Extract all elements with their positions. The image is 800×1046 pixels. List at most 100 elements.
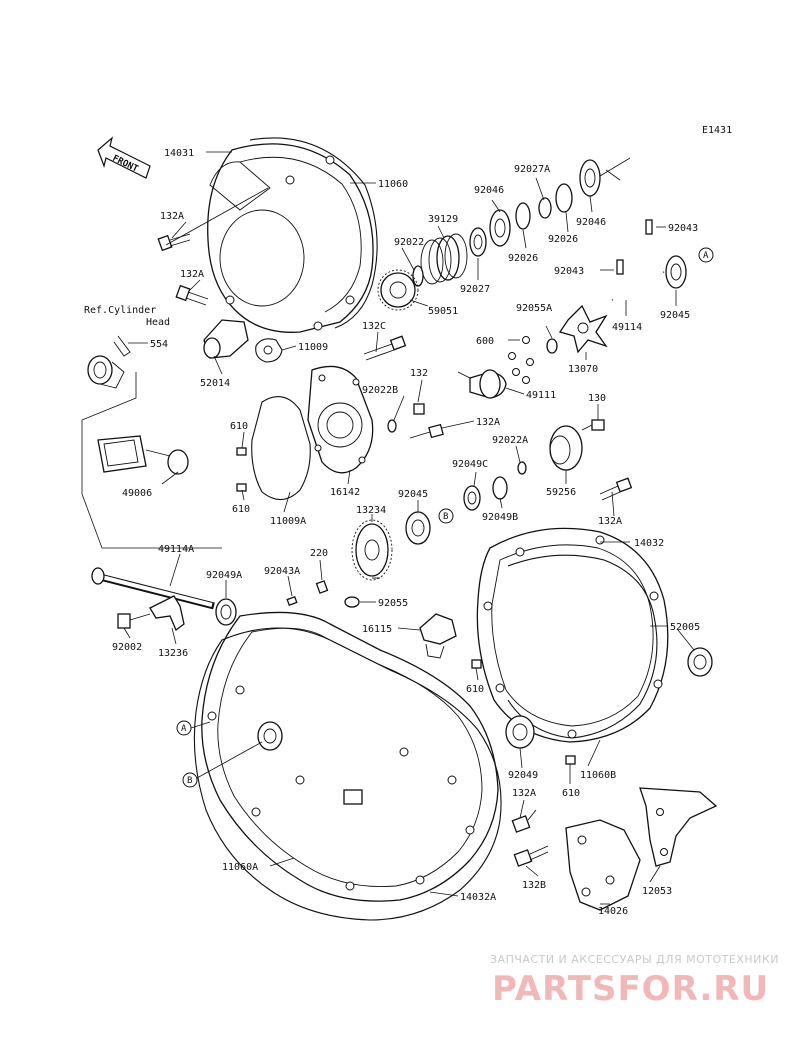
label-610-c: 610	[466, 684, 484, 695]
gear-59256	[549, 425, 583, 471]
label-14032: 14032	[634, 538, 664, 549]
shaft-49114A	[91, 567, 215, 610]
bolt-132	[413, 403, 425, 415]
label-92002: 92002	[112, 642, 142, 653]
label-132A-5: 132A	[512, 788, 536, 799]
watermark: ЗАПЧАСТИ И АКСЕССУАРЫ ДЛЯ МОТОТЕХНИКИ PA…	[490, 953, 778, 1009]
shaft-49114	[611, 270, 665, 302]
svg-text:B: B	[443, 512, 448, 522]
bearing-92045-b	[405, 511, 431, 545]
seal-52005	[687, 647, 713, 677]
label-49114A: 49114A	[158, 544, 194, 555]
label-610-d: 610	[562, 788, 580, 799]
bearing-92045	[665, 255, 687, 289]
label-14032A: 14032A	[460, 892, 496, 903]
washer-92022	[412, 265, 424, 287]
label-11060A: 11060A	[222, 862, 258, 873]
label-11060B: 11060B	[580, 770, 616, 781]
label-92043A: 92043A	[264, 566, 300, 577]
bolt-132A-second	[175, 284, 209, 306]
ref-cylinder-line1: Ref.Cylinder	[84, 305, 156, 316]
label-92043-a: 92043	[668, 223, 698, 234]
bearing-92046-b	[579, 159, 601, 197]
washer-92027	[469, 227, 487, 257]
label-92027A: 92027A	[514, 164, 550, 175]
washer-92026	[515, 202, 531, 230]
bracket-12053	[639, 787, 718, 867]
svg-text:A: A	[703, 251, 709, 261]
label-92046-b: 92046	[576, 217, 606, 228]
label-132A-2: 132A	[180, 269, 204, 280]
label-132A-3: 132A	[476, 417, 500, 428]
impeller-13070	[558, 304, 608, 354]
bolt-132A-right	[599, 477, 633, 501]
gasket-11060	[249, 137, 378, 329]
label-49006: 49006	[122, 488, 152, 499]
pin-92043A	[286, 595, 298, 607]
bolt-130	[581, 419, 605, 431]
seal-92049	[505, 715, 535, 749]
label-13070: 13070	[568, 364, 598, 375]
label-92026-b: 92026	[508, 253, 538, 264]
label-13234: 13234	[356, 505, 386, 516]
front-arrow-icon: FRONT	[97, 136, 151, 179]
label-554: 554	[150, 339, 168, 350]
label-92026-a: 92026	[548, 234, 578, 245]
label-92022B: 92022B	[362, 385, 398, 396]
gear-59051	[377, 269, 419, 311]
seal-92049C	[463, 485, 481, 511]
pad-49006	[97, 435, 189, 475]
cover-14032A	[201, 611, 499, 902]
label-132: 132	[410, 368, 428, 379]
label-610-b: 610	[232, 504, 250, 515]
watermark-brand: PARTSFOR.RU	[492, 969, 769, 1009]
label-16142: 16142	[330, 487, 360, 498]
label-600: 600	[476, 336, 494, 347]
label-92049: 92049	[508, 770, 538, 781]
spring-39129	[420, 233, 468, 285]
bolt-132B	[513, 845, 549, 867]
label-16115: 16115	[362, 624, 392, 635]
washer-92026-b	[555, 183, 573, 213]
label-14031: 14031	[164, 148, 194, 159]
svg-text:B: B	[187, 776, 192, 786]
balls-600	[508, 336, 534, 384]
bolt-132A-upper	[157, 233, 191, 252]
label-92027: 92027	[460, 284, 490, 295]
shaft-49111	[457, 369, 507, 399]
label-92022A: 92022A	[492, 435, 528, 446]
clip-554	[113, 335, 131, 357]
bolt-132A-mid	[409, 423, 444, 439]
label-11060: 11060	[378, 179, 408, 190]
label-92022: 92022	[394, 237, 424, 248]
plug-16115	[419, 613, 457, 659]
bearing-92046	[489, 209, 511, 247]
screw-220	[315, 580, 329, 594]
washer-92022B	[387, 419, 397, 433]
cover-14032	[476, 527, 669, 743]
label-92046-a: 92046	[474, 185, 504, 196]
pin-92043-b	[616, 259, 624, 275]
oring-92055	[344, 596, 360, 608]
ref-marker-a-1: A	[698, 247, 714, 263]
fitting-52014	[203, 319, 249, 359]
cylinder-head-cap	[87, 355, 125, 389]
pump-cover-16142	[307, 365, 374, 474]
label-132A-4: 132A	[598, 516, 622, 527]
label-12053: 12053	[642, 886, 672, 897]
label-14026: 14026	[598, 906, 628, 917]
label-92055: 92055	[378, 598, 408, 609]
label-52014: 52014	[200, 378, 230, 389]
lever-13236	[149, 595, 185, 632]
label-13236: 13236	[158, 648, 188, 659]
label-49111: 49111	[526, 390, 556, 401]
label-132B: 132B	[522, 880, 546, 891]
label-59051: 59051	[428, 306, 458, 317]
label-49114: 49114	[612, 322, 642, 333]
washer-92022A	[517, 461, 527, 475]
label-92043-b: 92043	[554, 266, 584, 277]
pin-610-a	[236, 447, 247, 456]
bolt-92002	[117, 613, 151, 629]
bolt-132A-lower	[511, 809, 537, 833]
